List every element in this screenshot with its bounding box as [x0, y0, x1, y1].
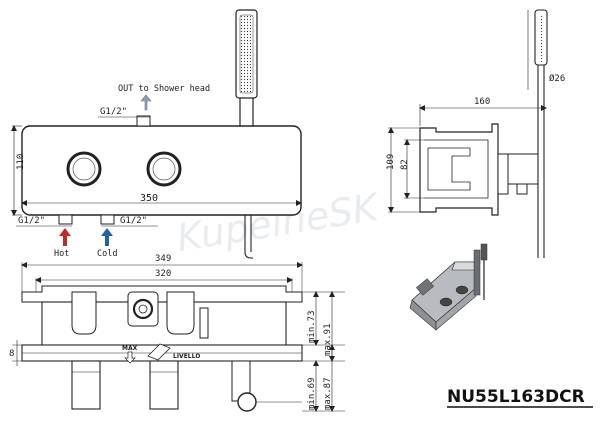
min-69: min.69 [307, 377, 317, 410]
top-view: 349 320 MAX LIVELLO [9, 254, 345, 412]
front-view: OUT to Shower head G1/2" 110 350 G1/2" G… [11, 9, 302, 259]
left-handle [66, 151, 102, 187]
width-350: 350 [140, 193, 158, 204]
cold-arrow-icon [101, 228, 113, 246]
width-349: 349 [155, 254, 171, 264]
height-82: 82 [400, 159, 410, 170]
hot-inlet [58, 214, 73, 225]
valve-box-side [419, 123, 499, 216]
thickness-8: 8 [9, 349, 14, 359]
min-73: min.73 [307, 310, 317, 343]
max-91: max.91 [323, 323, 333, 356]
hot-arrow-icon [59, 228, 71, 246]
iso-view [409, 243, 488, 331]
right-handle [146, 151, 182, 187]
cold-label: Cold [97, 249, 117, 259]
out-arrow-icon [140, 94, 152, 111]
height-110: 110 [16, 154, 26, 170]
inlet-right-thread: G1/2" [120, 216, 147, 226]
level-icon [147, 343, 171, 361]
out-thread: G1/2" [100, 107, 127, 117]
level-label: LIVELLO [173, 353, 200, 360]
inlet-left-thread: G1/2" [18, 216, 45, 226]
width-320: 320 [155, 269, 171, 279]
left-stem [71, 360, 101, 410]
outlet-stub [136, 115, 151, 127]
out-label: OUT to Shower head [118, 84, 210, 94]
max-label: MAX [122, 345, 138, 352]
right-stem [149, 360, 179, 410]
hose-diameter: Ø26 [549, 73, 565, 84]
height-109: 109 [386, 154, 396, 170]
depth-160: 160 [474, 97, 490, 107]
hot-label: Hot [54, 249, 69, 259]
side-view: Ø26 160 109 82 [386, 9, 565, 258]
max-87: max.87 [323, 377, 333, 410]
cold-inlet [100, 214, 115, 225]
model-code: NU55L163DCR [447, 387, 585, 407]
down-arrow-icon [124, 351, 136, 364]
